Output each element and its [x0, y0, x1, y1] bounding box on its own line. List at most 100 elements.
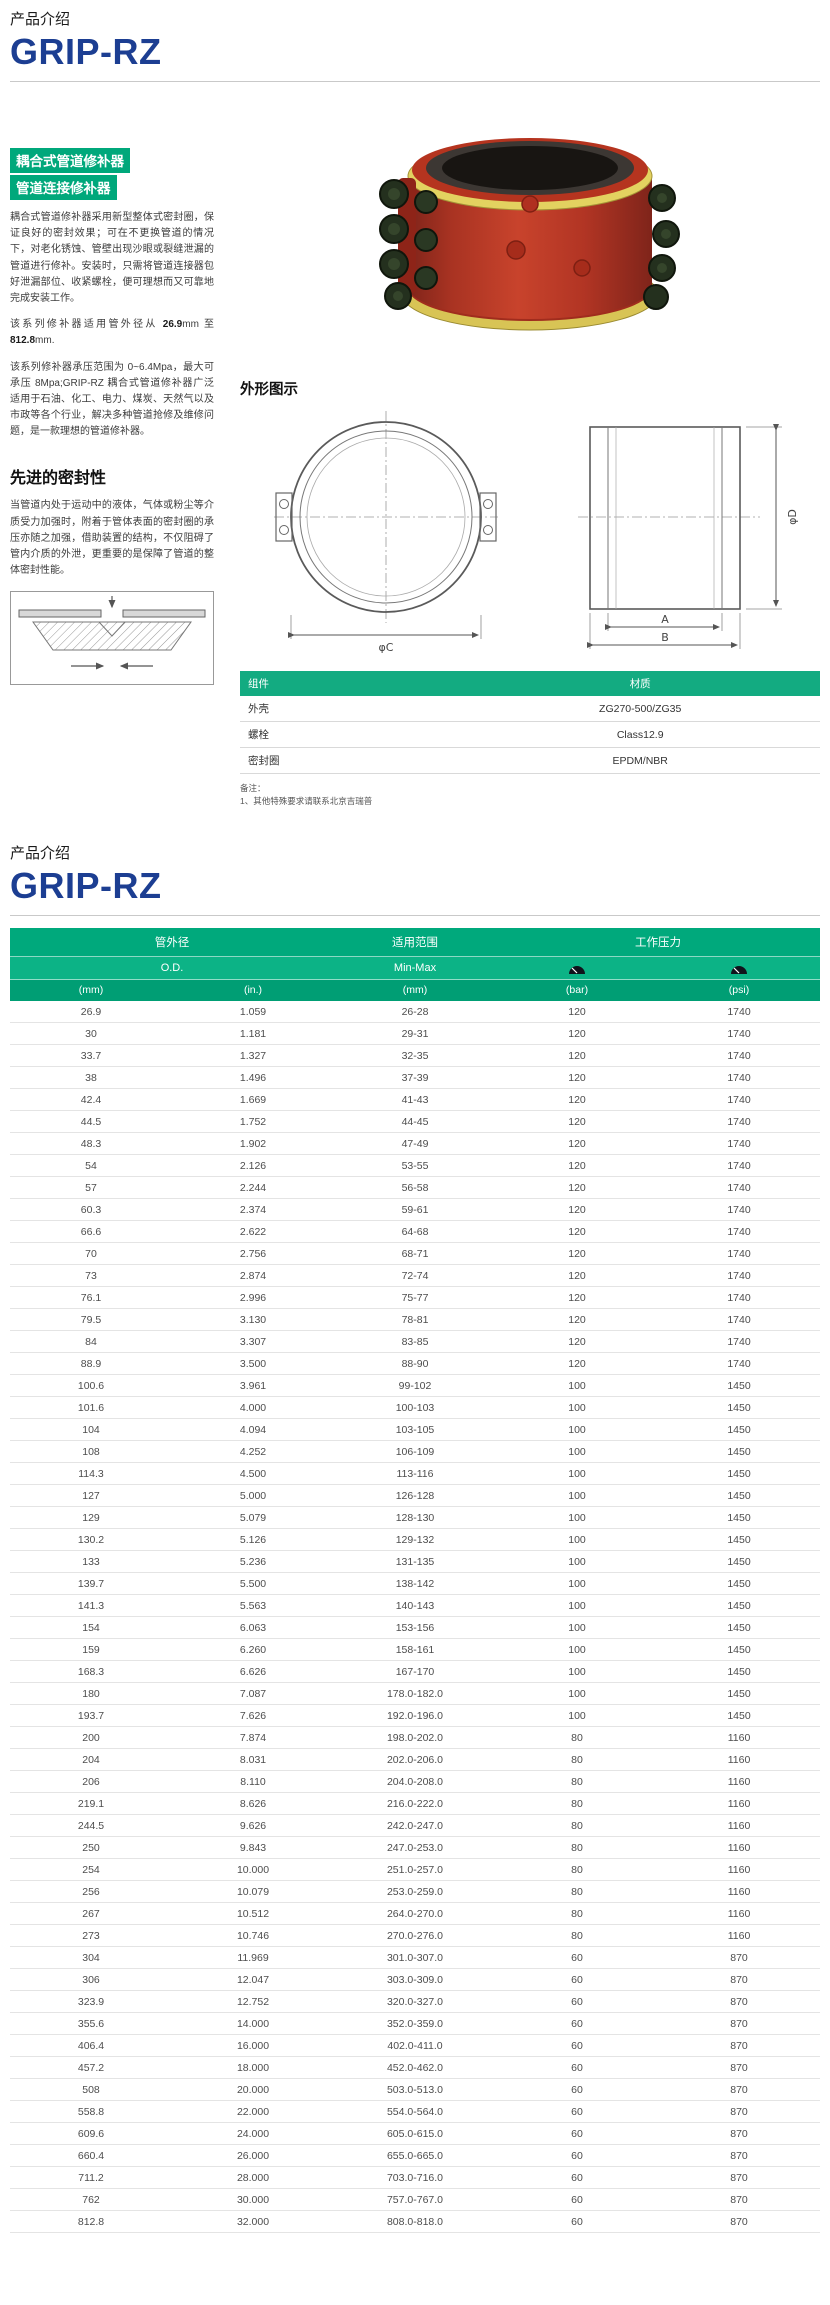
spec-cell: 352.0-359.0	[334, 2012, 496, 2036]
spec-cell: 660.4	[10, 2144, 172, 2168]
spec-cell: 870	[658, 2056, 820, 2080]
spec-cell: 120	[496, 1220, 658, 1244]
materials-header-material: 材质	[460, 671, 820, 696]
spec-cell: 8.031	[172, 1748, 334, 1772]
spec-cell: 84	[10, 1330, 172, 1354]
spec-cell: 870	[658, 1946, 820, 1970]
dim-label-B: B	[661, 631, 669, 644]
spec-cell: 60	[496, 1946, 658, 1970]
spec-cell: 10.079	[172, 1880, 334, 1904]
spec-cell: 1160	[658, 1726, 820, 1750]
spec-cell: 1160	[658, 1858, 820, 1882]
spec-cell: 120	[496, 1001, 658, 1024]
spec-cell: 80	[496, 1902, 658, 1926]
spec-cell: 59-61	[334, 1198, 496, 1222]
para2-text: mm 至	[182, 319, 214, 331]
spec-cell: 38	[10, 1066, 172, 1090]
spec-cell: 33.7	[10, 1044, 172, 1068]
spec-cell: 80	[496, 1858, 658, 1882]
spec-cell: 1740	[658, 1044, 820, 1068]
spec-cell: 503.0-513.0	[334, 2078, 496, 2102]
materials-cell: Class12.9	[460, 721, 820, 748]
spec-cell: 4.252	[172, 1440, 334, 1464]
spec-cell: 100	[496, 1704, 658, 1728]
spec-cell: 70	[10, 1242, 172, 1266]
spec-cell: 140-143	[334, 1594, 496, 1618]
spec-cell: 7.874	[172, 1726, 334, 1750]
spec-cell: 80	[496, 1880, 658, 1904]
spec-cell: 812.8	[10, 2210, 172, 2234]
spec-cell: 47-49	[334, 1132, 496, 1156]
spec-cell: 120	[496, 1044, 658, 1068]
spec-cell: 26.9	[10, 1001, 172, 1024]
spec-cell: 54	[10, 1154, 172, 1178]
unit-mm: (mm)	[10, 979, 172, 1002]
spec-cell: 703.0-716.0	[334, 2166, 496, 2190]
spec-cell: 1740	[658, 1132, 820, 1156]
materials-cell: 螺栓	[240, 721, 461, 748]
spec-cell: 159	[10, 1638, 172, 1662]
spec-cell: 5.126	[172, 1528, 334, 1552]
spec-cell: 5.000	[172, 1484, 334, 1508]
page-2: 产品介绍 GRIP-RZ 管外径 适用范围 工作压力 O.D. Min-Max	[0, 834, 830, 2234]
spec-cell: 32-35	[334, 1044, 496, 1068]
spec-cell: 1450	[658, 1440, 820, 1464]
spec-cell: 10.512	[172, 1902, 334, 1926]
spec-cell: 100	[496, 1462, 658, 1486]
spec-cell: 457.2	[10, 2056, 172, 2080]
spec-cell: 1.902	[172, 1132, 334, 1156]
spec-cell: 53-55	[334, 1154, 496, 1178]
divider	[10, 915, 820, 917]
spec-cell: 106-109	[334, 1440, 496, 1464]
spec-cell: 5.500	[172, 1572, 334, 1596]
spec-cell: 4.094	[172, 1418, 334, 1442]
psi-gauge-cell	[658, 956, 820, 981]
spec-cell: 1740	[658, 1066, 820, 1090]
spec-cell: 72-74	[334, 1264, 496, 1288]
spec-cell: 120	[496, 1352, 658, 1376]
spec-cell: 244.5	[10, 1814, 172, 1838]
spec-cell: 1450	[658, 1418, 820, 1442]
spec-cell: 508	[10, 2078, 172, 2102]
spec-cell: 3.307	[172, 1330, 334, 1354]
spec-cell: 11.969	[172, 1946, 334, 1970]
spec-cell: 128-130	[334, 1506, 496, 1530]
spec-cell: 303.0-309.0	[334, 1968, 496, 1992]
spec-cell: 558.8	[10, 2100, 172, 2124]
spec-cell: 1160	[658, 1836, 820, 1860]
side-view-drawing: φD A B	[578, 424, 799, 649]
spec-cell: 1160	[658, 1792, 820, 1816]
intro-column: 耦合式管道修补器 管道连接修补器 耦合式管道修补器采用新型整体式密封圈，保证良好…	[10, 94, 214, 686]
spec-cell: 1450	[658, 1594, 820, 1618]
spec-cell: 206	[10, 1770, 172, 1794]
spec-cell: 114.3	[10, 1462, 172, 1486]
spec-cell: 100	[496, 1506, 658, 1530]
spec-cell: 3.961	[172, 1374, 334, 1398]
coupling-body	[408, 176, 652, 319]
spec-cell: 270.0-276.0	[334, 1924, 496, 1948]
spec-cell: 80	[496, 1770, 658, 1794]
spec-cell: 100	[496, 1374, 658, 1398]
dim-label-phiC: φC	[379, 641, 394, 654]
spec-cell: 100	[496, 1682, 658, 1706]
spec-cell: 60	[496, 2078, 658, 2102]
spec-cell: 870	[658, 2210, 820, 2234]
spec-cell: 129	[10, 1506, 172, 1530]
materials-cell: ZG270-500/ZG35	[460, 696, 820, 722]
body-lug	[521, 195, 539, 213]
spec-cell: 757.0-767.0	[334, 2188, 496, 2212]
spec-cell: 323.9	[10, 1990, 172, 2014]
